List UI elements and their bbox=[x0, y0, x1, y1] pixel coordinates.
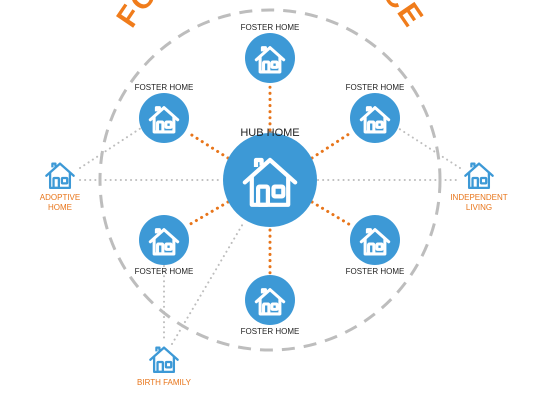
hub-links bbox=[185, 83, 354, 275]
house-outline-icon bbox=[45, 162, 75, 190]
foster-home-label: FOSTER HOME bbox=[346, 267, 405, 276]
foster-home-label: FOSTER HOME bbox=[241, 23, 300, 32]
foster-home-top-left: FOSTER HOME bbox=[135, 83, 194, 143]
birth-family-node: BIRTH FAMILY bbox=[137, 346, 192, 387]
link-adoptive-foster bbox=[79, 127, 142, 169]
link-birth-hub bbox=[171, 221, 245, 345]
adoptive-home-label-line-1: ADOPTIVE bbox=[40, 193, 80, 202]
hub-link-bottom-left bbox=[185, 200, 230, 228]
foster-home-top-right: FOSTER HOME bbox=[346, 83, 405, 143]
foster-home-label: FOSTER HOME bbox=[346, 83, 405, 92]
hub-home-label: HUB HOME bbox=[240, 127, 299, 139]
foster-home-bottom-right: FOSTER HOME bbox=[346, 215, 405, 276]
hub-link-top-right bbox=[310, 130, 354, 160]
hub-home: HUB HOME bbox=[223, 127, 317, 227]
birth-family-label: BIRTH FAMILY bbox=[137, 378, 192, 387]
house-outline-icon bbox=[464, 162, 494, 190]
outer-links bbox=[79, 127, 461, 345]
house-outline-icon bbox=[149, 346, 179, 374]
adoptive-home-node: ADOPTIVE HOME bbox=[40, 162, 80, 212]
hub-link-top-left bbox=[185, 130, 230, 160]
foster-home-label: FOSTER HOME bbox=[241, 327, 300, 336]
foster-home-label: FOSTER HOME bbox=[135, 267, 194, 276]
foster-home-top: FOSTER HOME bbox=[241, 23, 300, 83]
independent-living-label-line-1: INDEPENDENT bbox=[450, 193, 507, 202]
adoptive-home-label-line-2: HOME bbox=[48, 203, 72, 212]
foster-home-label: FOSTER HOME bbox=[135, 83, 194, 92]
independent-living-node: INDEPENDENT LIVING bbox=[450, 162, 508, 212]
link-independent-foster bbox=[397, 127, 461, 169]
independent-living-label-line-2: LIVING bbox=[466, 203, 492, 212]
foster-home-bottom: FOSTER HOME bbox=[241, 275, 300, 336]
foster-home-bottom-left: FOSTER HOME bbox=[135, 215, 194, 276]
hub-link-bottom-right bbox=[310, 200, 354, 228]
